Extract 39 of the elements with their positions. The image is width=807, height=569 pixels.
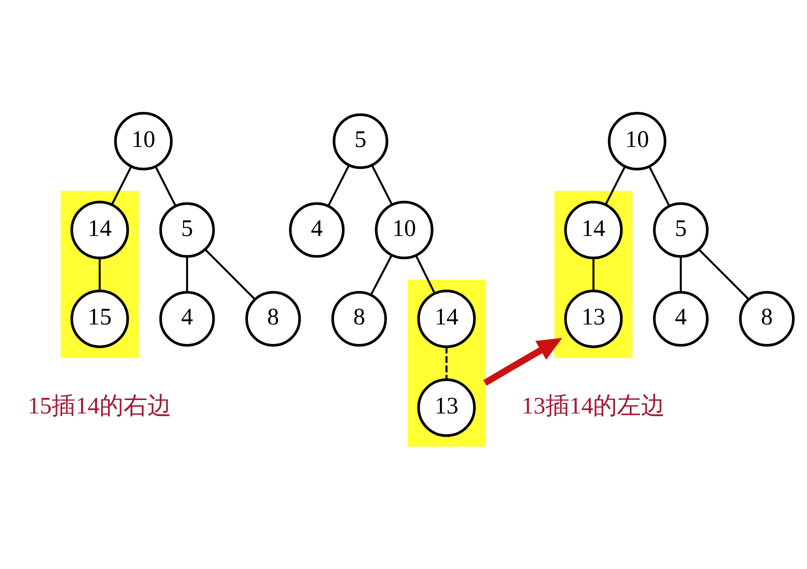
connector — [370, 254, 392, 295]
node-circle: 8 — [245, 290, 301, 346]
node-circle: 15 — [70, 289, 129, 348]
node-circle: 14 — [70, 200, 129, 259]
node-circle: 5 — [159, 202, 215, 258]
node-circle: 10 — [374, 200, 434, 259]
cluster — [60, 190, 139, 358]
connector — [327, 164, 350, 206]
connector — [110, 166, 132, 205]
cluster — [407, 279, 486, 446]
connector — [604, 166, 626, 205]
node-circle: 14 — [417, 289, 476, 348]
connector — [186, 256, 188, 292]
connector — [592, 258, 594, 290]
connector — [698, 248, 750, 300]
connector — [204, 248, 256, 300]
node-circle: 5 — [653, 202, 709, 258]
connector — [415, 254, 436, 293]
node-circle: 4 — [289, 202, 345, 258]
node-circle: 13 — [564, 289, 623, 348]
node-circle: 5 — [332, 112, 388, 168]
connector — [446, 346, 448, 379]
node-circle: 8 — [331, 290, 387, 346]
label: 15插14的右边 — [28, 392, 172, 419]
node-circle: 10 — [114, 111, 173, 170]
node-circle: 4 — [653, 290, 709, 346]
node-circle: 8 — [739, 290, 795, 346]
node-circle: 14 — [564, 200, 623, 259]
node-circle: 10 — [608, 111, 666, 170]
connector — [98, 258, 101, 290]
connector — [680, 256, 682, 292]
connector — [371, 164, 393, 205]
node-circle: 4 — [159, 290, 215, 346]
label: 13插14的左边 — [522, 392, 666, 419]
node-circle: 13 — [417, 378, 476, 436]
cluster — [554, 190, 632, 358]
connector — [154, 166, 176, 206]
connector — [648, 166, 670, 206]
arrow — [483, 337, 562, 386]
